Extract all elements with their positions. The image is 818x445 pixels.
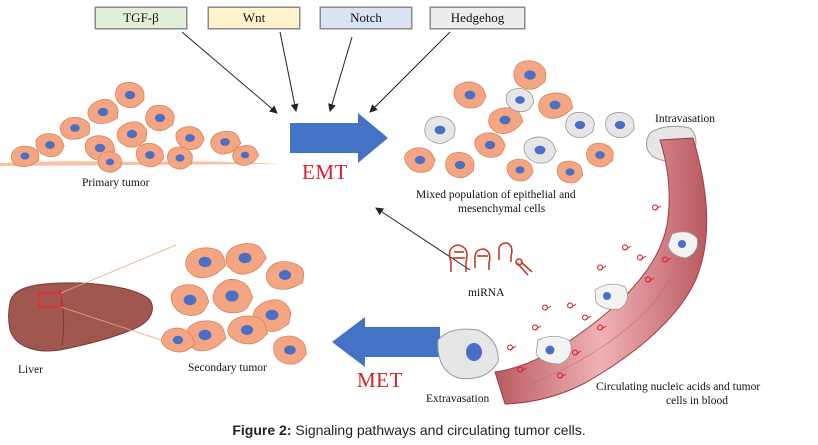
emt-label: EMT [302,160,348,184]
circulating-tumor-cell [594,283,628,310]
mesenchymal-cell [424,116,456,144]
nucleic-acid-fragment [567,302,577,309]
epithelial-cell [35,133,65,158]
secondary-tumor-cell [170,284,210,316]
notch-arrow [328,36,353,112]
emt-arrow [290,113,388,163]
nucleic-acid-fragment [507,344,517,351]
figure-caption: Figure 2: Signaling pathways and circula… [0,422,818,438]
epithelial-cell [453,81,487,109]
nucleic-acid-fragment [662,256,672,263]
nucleic-acid-fragment [597,264,607,271]
pathway-arrows [181,31,451,114]
liver-illustration [8,244,177,352]
mesenchymal-cell [523,136,557,164]
tgf-beta-box: TGF-β [95,7,187,29]
tgf-beta-label: TGF-β [123,10,159,25]
hedgehog-label: Hedgehog [450,10,505,25]
epithelial-cell [135,142,165,168]
secondary-tumor-cell [185,247,227,279]
epithelial-cell [97,151,122,173]
circulating-label-line1: Circulating nucleic acids and tumor [596,381,761,393]
wnt-box: Wnt [208,7,300,29]
mirna-arrow [375,207,471,271]
epithelial-cell [167,146,193,170]
epithelial-cell [116,121,148,148]
extravasation-cell [437,328,499,380]
epithelial-cell [474,132,506,158]
epithelial-cell [556,160,584,184]
epithelial-cell [145,104,175,132]
mesenchymal-cell [565,111,595,139]
mixed-population-label-line2: mesenchymal cells [458,203,546,215]
epithelial-cell [175,126,205,151]
met-arrow [332,317,440,367]
tgf-beta-arrow [181,31,278,114]
mirna-hairpins [448,242,533,276]
nucleic-acid-fragment [517,366,527,373]
liver-label: Liver [18,364,43,376]
nucleic-acid-fragment [597,324,607,331]
secondary-tumor-cell [227,315,269,345]
wnt-label: Wnt [242,10,266,25]
pathway-boxes [94,6,526,30]
wnt-arrow [279,31,299,112]
secondary-tumor-cell [161,327,196,353]
epithelial-cell [586,142,614,168]
hedgehog-arrow [369,31,451,113]
epithelial-cell [115,82,145,109]
hedgehog-box: Hedgehog [430,7,525,29]
notch-label: Notch [350,10,382,25]
epithelial-cell [210,130,242,155]
epithelial-cell [404,147,436,173]
epithelial-cell [232,145,260,166]
circulating-tumor-cell [667,231,698,259]
epithelial-cell [10,145,40,168]
secondary-tumor-cell [212,278,254,314]
mirna-label: miRNA [468,287,505,299]
nucleic-acid-fragment [572,349,582,356]
mesenchymal-cell [605,112,635,139]
epithelial-cell [445,152,475,179]
caption-prefix: Figure 2: [232,422,292,438]
nucleic-acid-fragment [622,244,632,251]
nucleic-acid-fragment [652,204,662,211]
extravasation-label: Extravasation [426,393,490,405]
nucleic-acid-fragment [637,254,647,261]
intravasation-label: Intravasation [655,113,716,125]
circulating-label-line2: cells in blood [666,395,728,407]
secondary-tumor-cluster [161,243,307,365]
liver-region-box [38,292,62,308]
mixed-population-label-line1: Mixed population of epithelial and [416,189,576,201]
nucleic-acid-fragment [542,304,552,311]
secondary-tumor-cell [265,261,305,290]
nucleic-acid-fragment [582,314,592,321]
mesenchymal-cell [505,88,535,113]
circulating-tumor-cell [535,335,572,365]
nucleic-acid-fragment [557,372,567,379]
caption-text: Signaling pathways and circulating tumor… [291,422,586,438]
secondary-tumor-cell [273,335,307,365]
epithelial-cell [87,98,119,124]
primary-tumor-cluster [0,82,280,173]
nucleic-acid-fragment [645,276,655,283]
nucleic-acid-fragment [532,324,542,331]
epithelial-cell [538,92,574,119]
notch-box: Notch [320,7,412,29]
epithelial-cell [506,158,534,182]
blood-vessel [494,137,708,405]
met-label: MET [357,368,403,392]
epithelial-cell [513,60,547,90]
secondary-tumor-label: Secondary tumor [188,362,267,374]
mixed-population-cluster [404,60,635,184]
epithelial-cell [59,117,91,140]
secondary-tumor-cell [225,243,267,275]
primary-tumor-label: Primary tumor [82,177,150,189]
